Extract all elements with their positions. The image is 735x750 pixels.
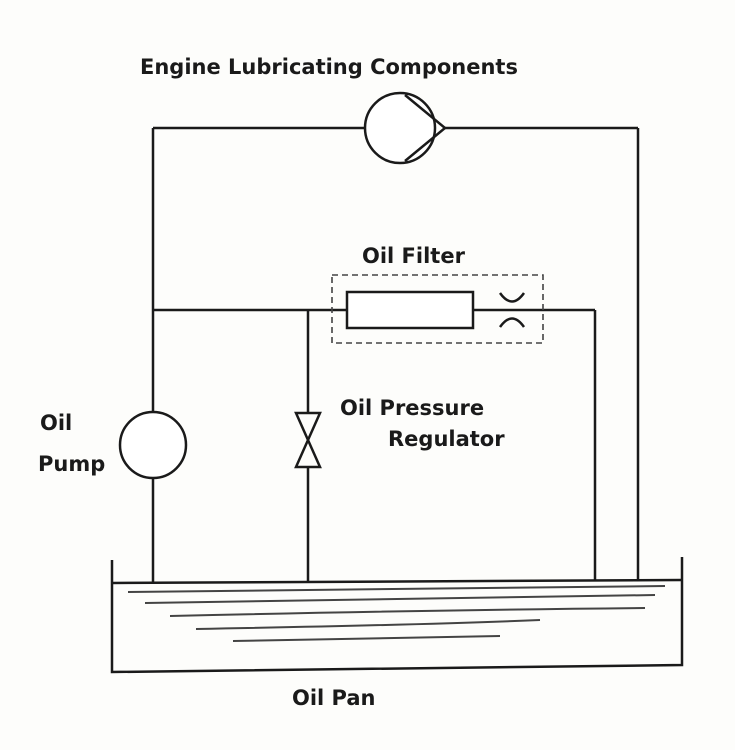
regulator-label-line2: Regulator [388,427,505,451]
oil-pan-label: Oil Pan [292,686,376,710]
pump-label-line2: Pump [38,452,105,476]
pressure-regulator-valve [294,411,322,469]
orifice-symbol [498,292,526,328]
oil-filter-housing [331,274,544,344]
oil-pump-symbol [118,410,188,480]
oil-pan [110,557,684,674]
oil-filter-label: Oil Filter [362,244,466,268]
pump-label-line1: Oil [40,411,72,435]
oil-level-lines [127,585,666,642]
engine-components-symbol [363,91,447,165]
engine-components-label: Engine Lubricating Components [140,55,518,79]
oil-filter-element [345,290,475,330]
regulator-label-line1: Oil Pressure [340,396,484,420]
